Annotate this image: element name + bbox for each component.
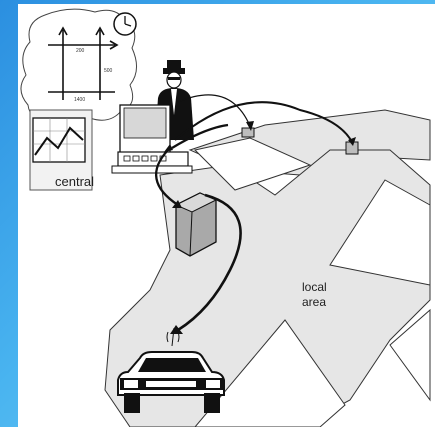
beacon-icon-small-1 — [242, 128, 254, 137]
central-station: central — [30, 110, 94, 190]
map-thought-cloud: 200 500 1400 — [21, 9, 137, 123]
map-side-distance: 500 — [104, 68, 113, 74]
clock-icon — [114, 13, 136, 35]
map-bottom-distance: 1400 — [74, 97, 85, 103]
chart-icon — [33, 118, 85, 162]
map-top-distance: 200 — [76, 48, 85, 54]
local-area-label-line2: area — [302, 295, 326, 309]
central-label: central — [55, 174, 94, 189]
local-area-label-line1: local — [302, 280, 327, 294]
